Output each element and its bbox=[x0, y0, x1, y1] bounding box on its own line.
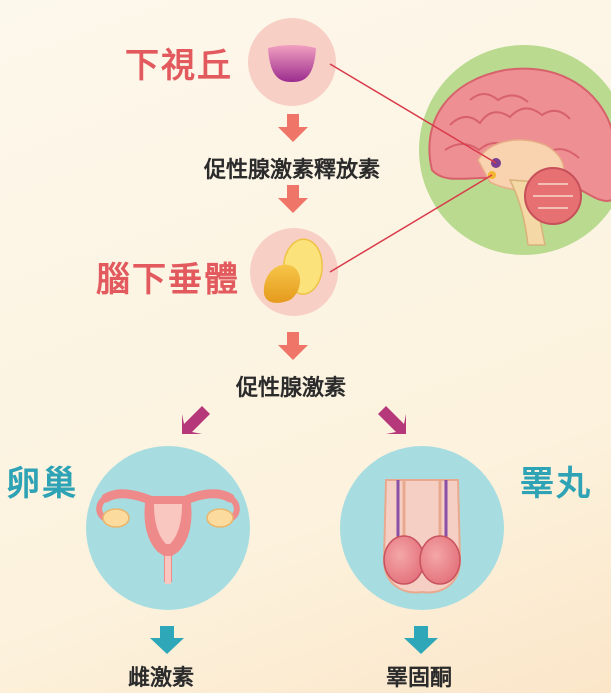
brain-icon bbox=[419, 45, 611, 255]
hypothalamus-label: 下視丘 bbox=[125, 38, 233, 87]
diagonal-arrow-left bbox=[182, 406, 210, 434]
gnrh-text: 促性腺激素釋放素 bbox=[204, 152, 380, 184]
testis-label: 睪丸 bbox=[520, 456, 592, 505]
testosterone-text: 睪固酮 bbox=[386, 660, 452, 692]
diagonal-arrow-right bbox=[378, 406, 406, 434]
down-arrow-1 bbox=[278, 114, 308, 142]
down-arrow-3 bbox=[278, 332, 308, 360]
down-arrow-estrogen bbox=[150, 626, 184, 654]
estrogen-text: 雌激素 bbox=[128, 660, 194, 692]
down-arrow-2 bbox=[278, 185, 308, 213]
down-arrow-testosterone bbox=[404, 626, 438, 654]
testis-icon bbox=[340, 446, 504, 610]
pituitary-label: 腦下垂體 bbox=[96, 252, 240, 301]
pituitary-gland-icon bbox=[250, 228, 338, 316]
gonadotropin-text: 促性腺激素 bbox=[236, 370, 346, 402]
hypothalamus-icon bbox=[248, 18, 336, 106]
ovary-label: 卵巢 bbox=[6, 456, 78, 505]
uterus-ovary-icon bbox=[86, 446, 250, 610]
